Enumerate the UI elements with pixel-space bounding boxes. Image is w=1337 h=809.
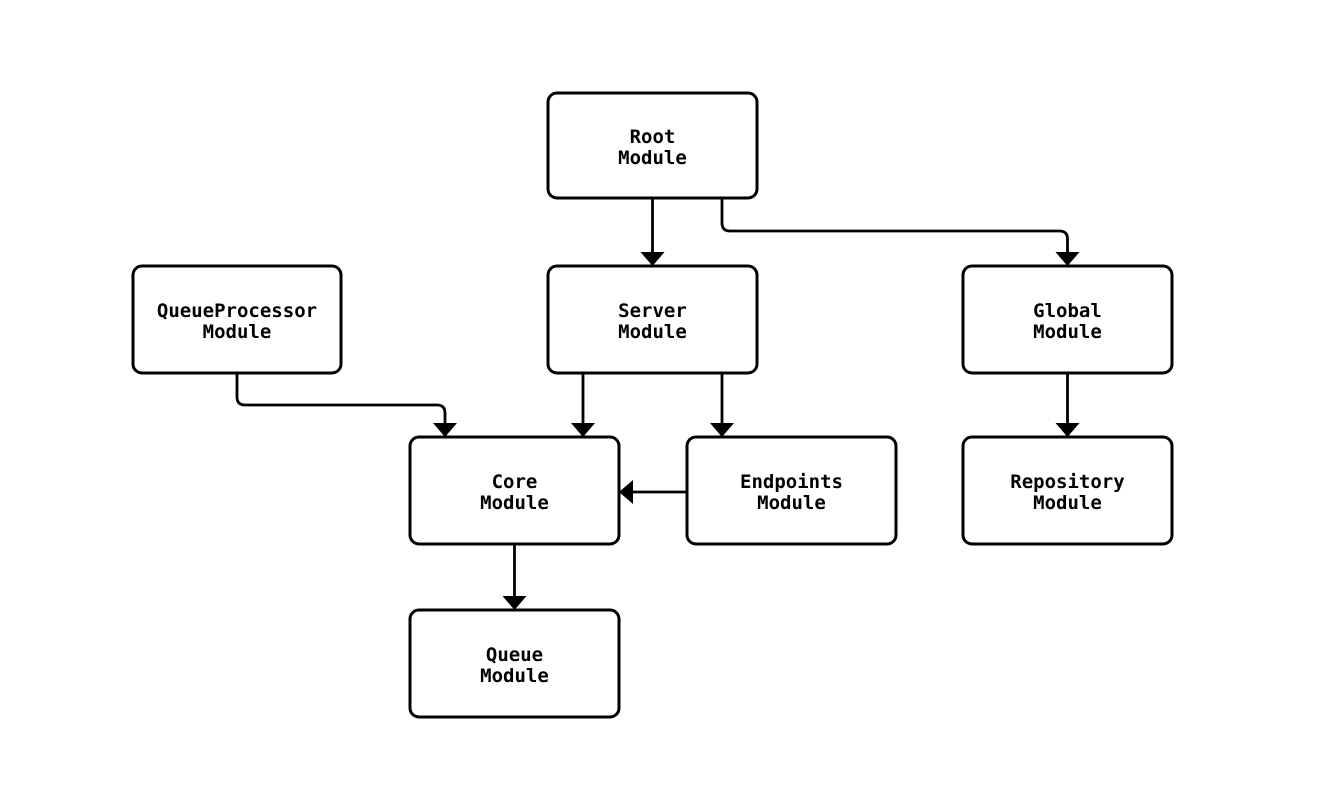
node-endpoints-module-label-line2: Module	[757, 492, 826, 514]
node-endpoints-module: Endpoints Module	[685, 435, 898, 546]
node-endpoints-module-box	[685, 435, 898, 546]
edge-queueprocessor-module-to-core-module	[235, 373, 457, 437]
edge-group	[235, 198, 1080, 610]
node-root-module-box	[546, 91, 759, 200]
node-repository-module-label-line1: Repository	[1010, 471, 1124, 493]
node-root-module: Root Module	[546, 91, 759, 200]
node-core-module-label-line1: Core	[492, 471, 538, 493]
node-queueprocessor-module-box	[131, 264, 343, 375]
node-queueprocessor-module: QueueProcessor Module	[131, 264, 343, 375]
node-queue-module-label-line1: Queue	[486, 644, 543, 666]
node-queueprocessor-module-label-line1: QueueProcessor	[157, 300, 317, 322]
node-root-module-label-line1: Root	[630, 126, 676, 148]
node-endpoints-module-label-line1: Endpoints	[740, 471, 843, 493]
node-global-module-label-line1: Global	[1033, 300, 1102, 322]
node-core-module: Core Module	[408, 435, 621, 546]
node-queue-module-label-line2: Module	[480, 665, 549, 687]
node-global-module-label-line2: Module	[1033, 321, 1102, 343]
node-global-module: Global Module	[961, 264, 1174, 375]
node-repository-module-box	[961, 435, 1174, 546]
node-repository-module-label-line2: Module	[1033, 492, 1102, 514]
node-server-module: Server Module	[546, 264, 759, 375]
node-server-module-box	[546, 264, 759, 375]
node-queue-module: Queue Module	[408, 608, 621, 719]
node-core-module-label-line2: Module	[480, 492, 549, 514]
node-server-module-label-line2: Module	[618, 321, 687, 343]
node-queue-module-box	[408, 608, 621, 719]
node-server-module-label-line1: Server	[618, 300, 687, 322]
edge-root-module-to-global-module	[720, 198, 1080, 266]
node-core-module-box	[408, 435, 621, 546]
node-queueprocessor-module-label-line2: Module	[203, 321, 272, 343]
node-root-module-label-line2: Module	[618, 147, 687, 169]
node-global-module-box	[961, 264, 1174, 375]
node-repository-module: Repository Module	[961, 435, 1174, 546]
